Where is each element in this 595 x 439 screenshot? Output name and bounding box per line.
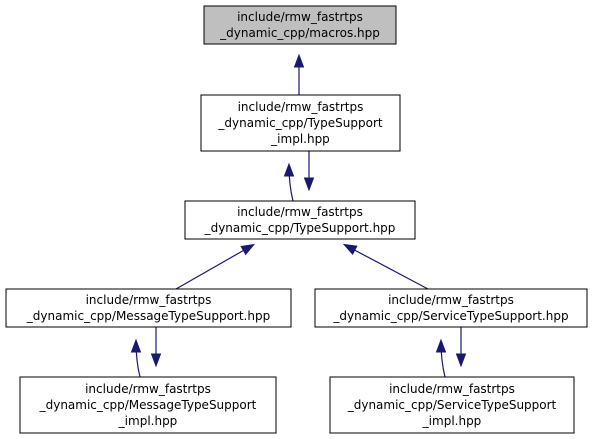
- edge-line: [175, 244, 254, 290]
- node-macros[interactable]: include/rmw_fastrtps _dynamic_cpp/macros.…: [203, 5, 397, 45]
- node-label-line: include/rmw_fastrtps: [389, 382, 515, 396]
- arrowhead-icon: [130, 338, 142, 353]
- arrowhead-icon: [240, 243, 256, 256]
- arrowhead-icon: [435, 338, 447, 353]
- edge-typesupport-to-typesupport-impl: [283, 162, 295, 202]
- node-label-line: _dynamic_cpp/MessageTypeSupport.hpp: [26, 309, 270, 323]
- node-box: [203, 5, 397, 45]
- node-label-line: _dynamic_cpp/TypeSupport.hpp: [204, 221, 396, 235]
- edge-typesupport-impl-to-typesupport: [303, 151, 315, 192]
- node-label-line: include/rmw_fastrtps: [238, 100, 364, 114]
- node-box: [5, 288, 292, 328]
- edge-line: [344, 244, 429, 290]
- node-label-line: include/rmw_fastrtps: [237, 205, 363, 219]
- node-label-line: _dynamic_cpp/TypeSupport: [217, 116, 382, 130]
- node-box: [314, 288, 588, 328]
- graph-nodes: include/rmw_fastrtps _dynamic_cpp/macros.…: [5, 5, 588, 434]
- node-box: [184, 200, 416, 240]
- arrowhead-icon: [303, 177, 315, 192]
- arrowhead-icon: [293, 53, 305, 68]
- arrowhead-icon: [455, 353, 467, 368]
- node-label-line: _dynamic_cpp/macros.hpp: [219, 26, 380, 40]
- node-label-line: include/rmw_fastrtps: [237, 10, 363, 24]
- node-label-line: include/rmw_fastrtps: [86, 293, 212, 307]
- edge-message-typesupport-to-typesupport: [175, 243, 256, 290]
- node-typesupport[interactable]: include/rmw_fastrtps _dynamic_cpp/TypeSup…: [184, 200, 416, 240]
- edge-message-typesupport-to-message-typesupport-impl: [150, 326, 162, 368]
- node-message-typesupport-impl[interactable]: include/rmw_fastrtps _dynamic_cpp/Message…: [19, 376, 277, 434]
- node-label-line: include/rmw_fastrtps: [388, 293, 514, 307]
- node-label-line: _dynamic_cpp/ServiceTypeSupport.hpp: [332, 309, 568, 323]
- node-service-typesupport-impl[interactable]: include/rmw_fastrtps _dynamic_cpp/Service…: [329, 376, 575, 434]
- edge-typesupport-impl-to-macros: [293, 53, 305, 95]
- node-label-line: _dynamic_cpp/MessageTypeSupport: [39, 398, 257, 412]
- node-box: [329, 376, 575, 434]
- arrowhead-icon: [283, 162, 295, 177]
- node-label-line: _impl.hpp: [118, 414, 178, 428]
- node-label-line: _dynamic_cpp/ServiceTypeSupport: [347, 398, 557, 412]
- node-message-typesupport[interactable]: include/rmw_fastrtps _dynamic_cpp/Message…: [5, 288, 292, 328]
- node-service-typesupport[interactable]: include/rmw_fastrtps _dynamic_cpp/Service…: [314, 288, 588, 328]
- edge-service-typesupport-to-service-typesupport-impl: [455, 327, 467, 368]
- arrowhead-icon: [342, 243, 358, 255]
- node-label-line: include/rmw_fastrtps: [85, 382, 211, 396]
- edge-message-typesupport-impl-to-message-typesupport: [130, 338, 142, 378]
- node-label-line: _impl.hpp: [422, 414, 482, 428]
- node-box: [19, 376, 277, 434]
- arrowhead-icon: [150, 353, 162, 368]
- node-box: [200, 94, 401, 152]
- edge-service-typesupport-impl-to-service-typesupport: [435, 338, 447, 378]
- edge-service-typesupport-to-typesupport: [342, 243, 429, 290]
- node-typesupport-impl[interactable]: include/rmw_fastrtps _dynamic_cpp/TypeSup…: [200, 94, 401, 152]
- graph-edges: [130, 53, 467, 378]
- node-label-line: _impl.hpp: [270, 132, 330, 146]
